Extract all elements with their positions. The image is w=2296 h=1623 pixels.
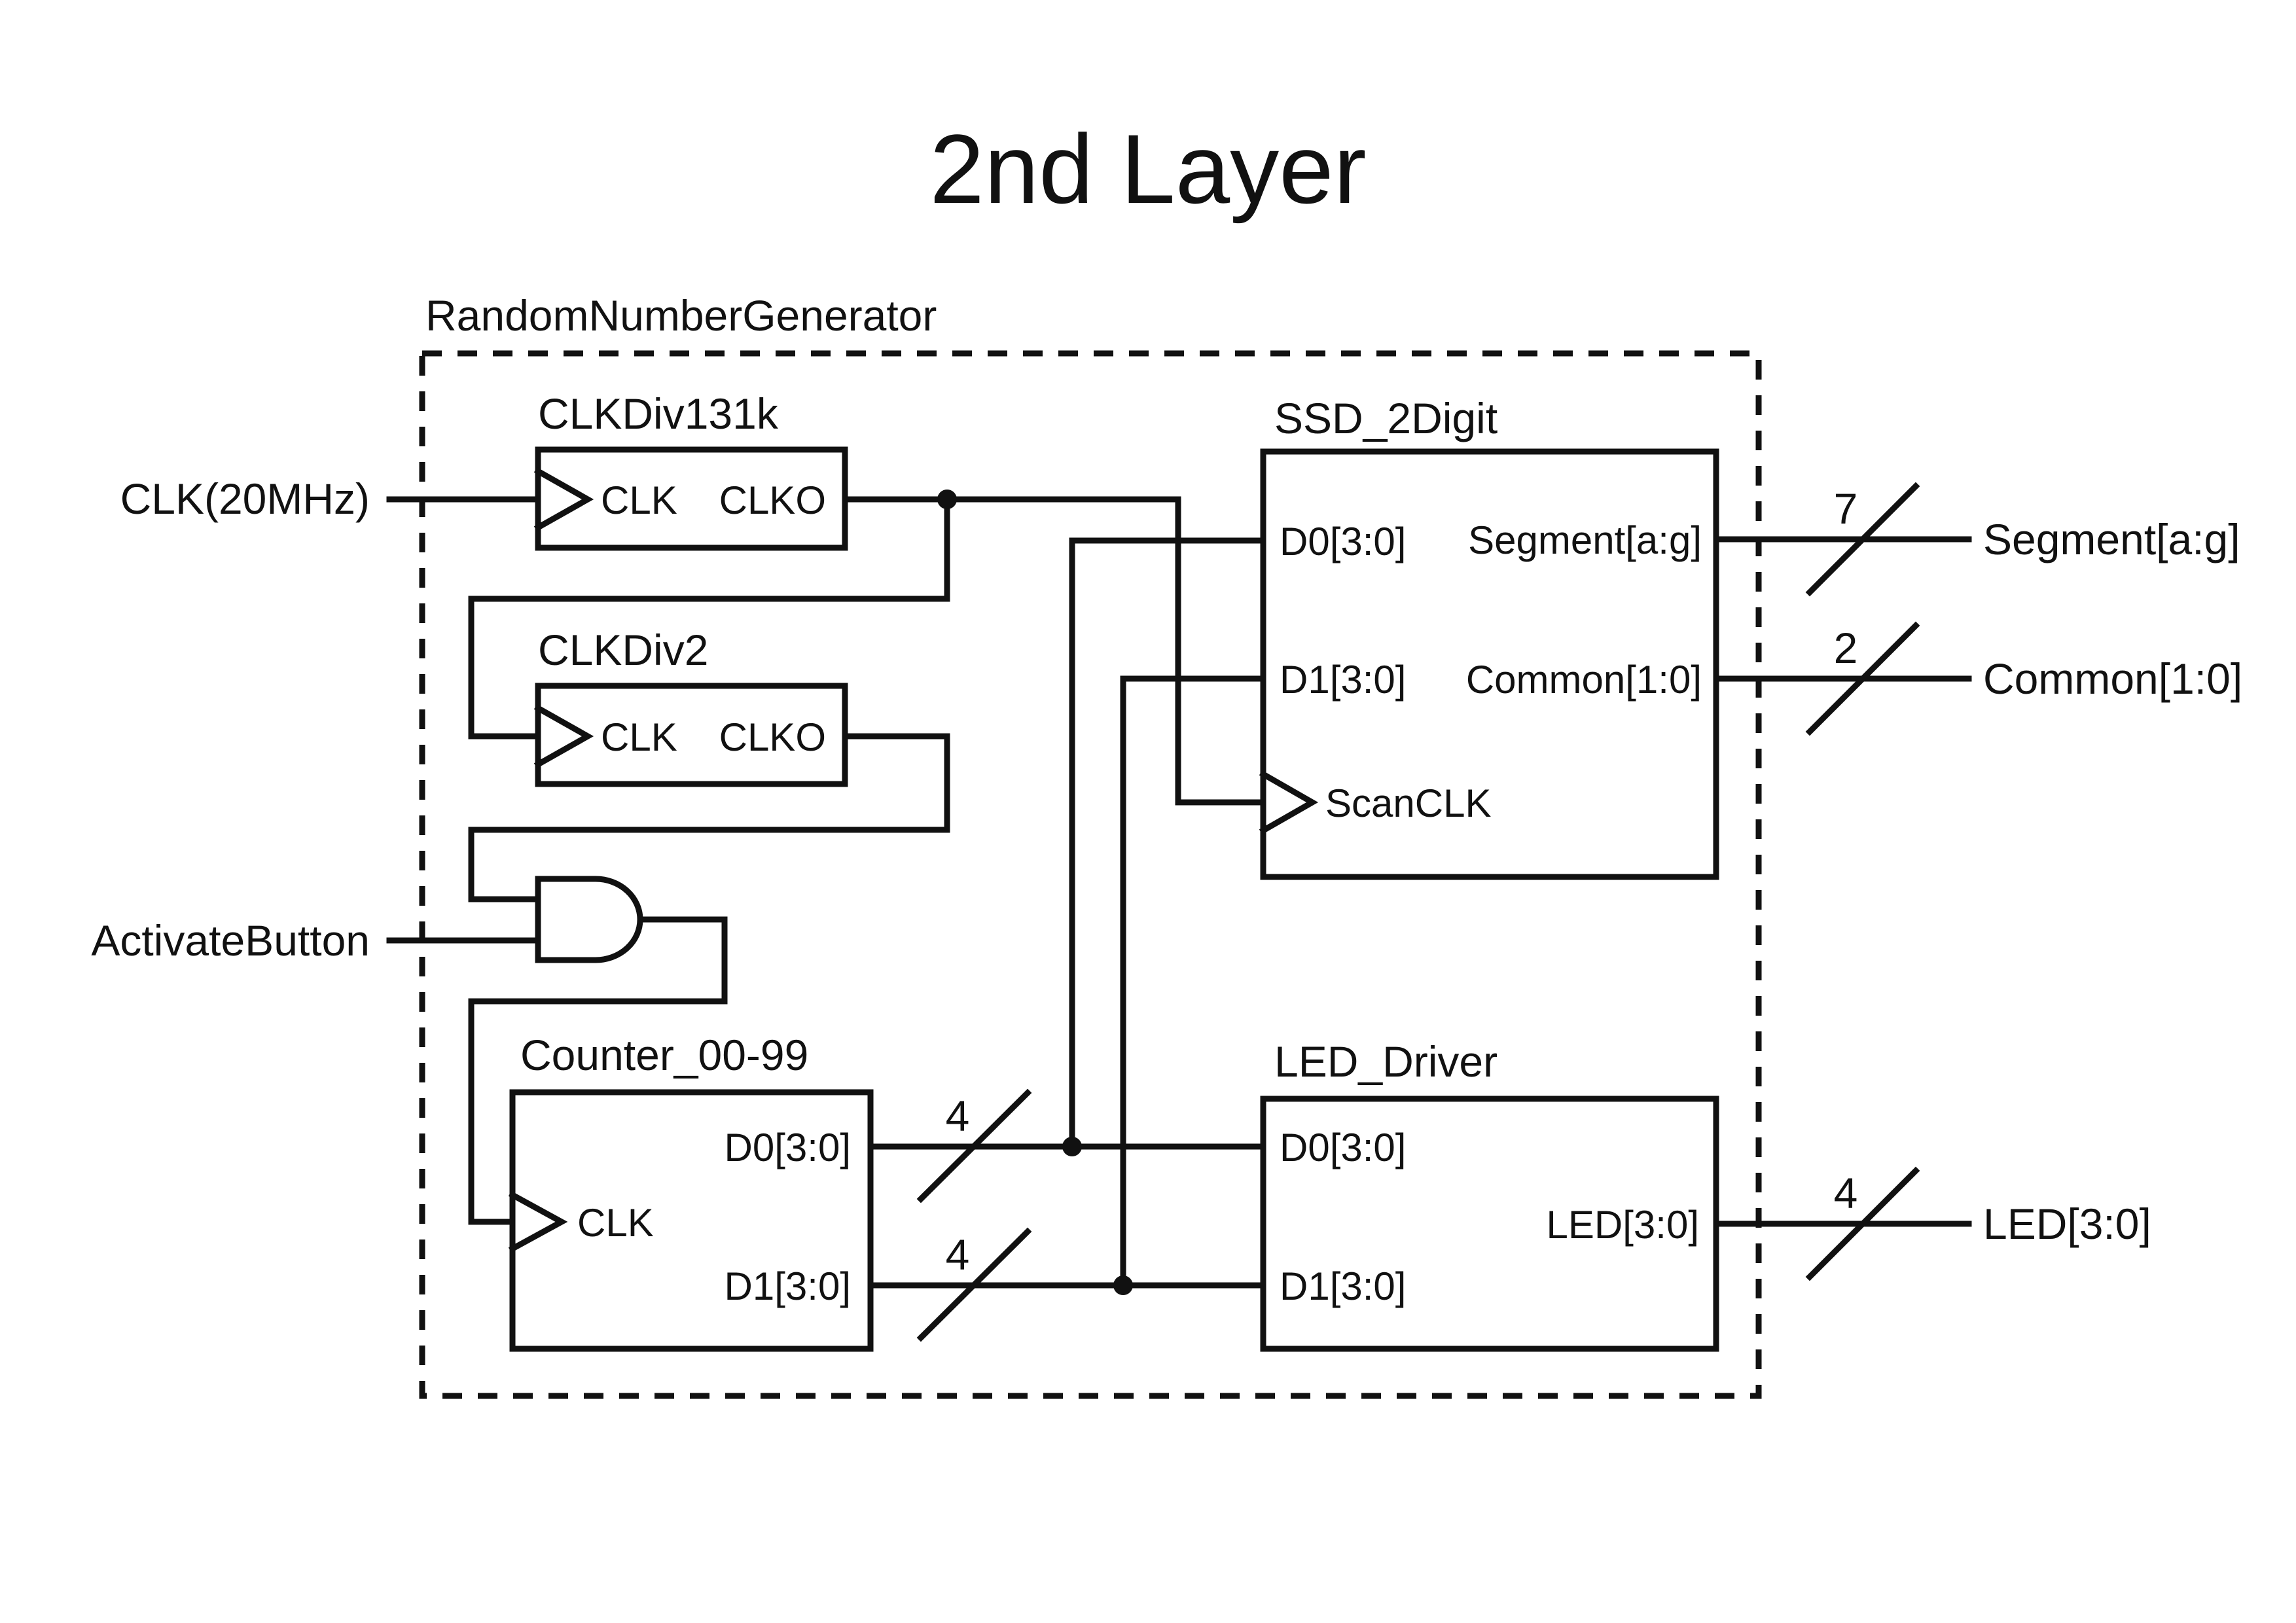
pin-ssd-segment: Segment[a:g]	[1468, 518, 1702, 562]
pin-ssd-scanclk: ScanCLK	[1325, 781, 1491, 825]
bus-slash-led	[1805, 1166, 1920, 1281]
clock-triangle-icon	[1259, 770, 1319, 835]
container-label: RandomNumberGenerator	[425, 291, 937, 340]
bus-width-common: 2	[1834, 624, 1858, 672]
pin-ssd-common: Common[1:0]	[1466, 658, 1702, 702]
container-boundary	[419, 350, 1762, 1399]
bus-slash-counter-d1	[916, 1227, 1032, 1342]
pin-led-driver-led: LED[3:0]	[1547, 1203, 1699, 1247]
pin-counter-d0: D0[3:0]	[725, 1126, 851, 1169]
block-ssd-2digit: SSD_2Digit D0[3:0] D1[3:0] ScanCLK Segme…	[1259, 394, 1719, 880]
block-body-counter	[509, 1089, 874, 1352]
block-name-clkdiv2: CLKDiv2	[538, 626, 708, 674]
block-counter: Counter_00-99 CLK D0[3:0] D1[3:0]	[508, 1031, 874, 1352]
bus-slash-segment	[1805, 482, 1920, 597]
block-clkdiv131k: CLKDiv131k CLK CLKO	[533, 389, 848, 551]
and-gate-icon	[535, 876, 643, 963]
wire-clk131k-to-scanclk	[842, 496, 1266, 806]
block-body-ssd	[1260, 448, 1719, 880]
output-label-segment: Segment[a:g]	[1983, 515, 2240, 563]
block-clkdiv2: CLKDiv2 CLK CLKO	[533, 626, 848, 787]
wire-clk131k-to-clkdiv2	[468, 496, 950, 740]
input-label-activate: ActivateButton	[91, 916, 370, 965]
pin-clkdiv131k-clk: CLK	[601, 478, 677, 522]
pin-led-driver-d0: D0[3:0]	[1280, 1126, 1406, 1169]
clock-triangle-icon	[533, 467, 594, 532]
pin-counter-d1: D1[3:0]	[725, 1264, 851, 1308]
wire-d1-to-ssd	[1120, 675, 1266, 1289]
block-name-clkdiv131k: CLKDiv131k	[538, 389, 779, 438]
input-label-clk: CLK(20MHz)	[120, 474, 370, 523]
bus-width-led: 4	[1834, 1169, 1858, 1217]
block-name-ssd: SSD_2Digit	[1274, 394, 1498, 442]
junction-d1	[1113, 1275, 1133, 1295]
wire-d0-to-ssd	[1069, 537, 1266, 1150]
clock-triangle-icon	[508, 1190, 568, 1253]
bus-width-counter-d0: 4	[946, 1092, 970, 1140]
block-led-driver: LED_Driver D0[3:0] D1[3:0] LED[3:0]	[1260, 1037, 1719, 1352]
pin-led-driver-d1: D1[3:0]	[1280, 1264, 1406, 1308]
clock-triangle-icon	[533, 704, 594, 769]
output-label-common: Common[1:0]	[1983, 654, 2242, 703]
bus-slash-common	[1805, 621, 1920, 736]
wire-clkdiv2-to-and	[468, 733, 950, 902]
pin-clkdiv131k-clko: CLKO	[719, 478, 826, 522]
pin-clkdiv2-clk: CLK	[601, 715, 677, 759]
bus-width-segment: 7	[1834, 484, 1858, 533]
pin-clkdiv2-clko: CLKO	[719, 715, 826, 759]
block-body-led-driver	[1260, 1096, 1719, 1352]
pin-counter-clk: CLK	[577, 1201, 654, 1245]
bus-slash-counter-d0	[916, 1088, 1032, 1204]
diagram-title: 2nd Layer	[929, 114, 1366, 224]
block-name-led-driver: LED_Driver	[1274, 1037, 1498, 1086]
bus-width-counter-d1: 4	[946, 1230, 970, 1279]
wire-and-to-counter	[468, 916, 728, 1225]
block-name-counter: Counter_00-99	[520, 1031, 808, 1079]
junction-clk131k	[937, 490, 957, 509]
junction-d0	[1062, 1137, 1082, 1156]
pin-ssd-d0: D0[3:0]	[1280, 520, 1406, 563]
pin-ssd-d1: D1[3:0]	[1280, 658, 1406, 702]
output-label-led: LED[3:0]	[1983, 1200, 2151, 1248]
